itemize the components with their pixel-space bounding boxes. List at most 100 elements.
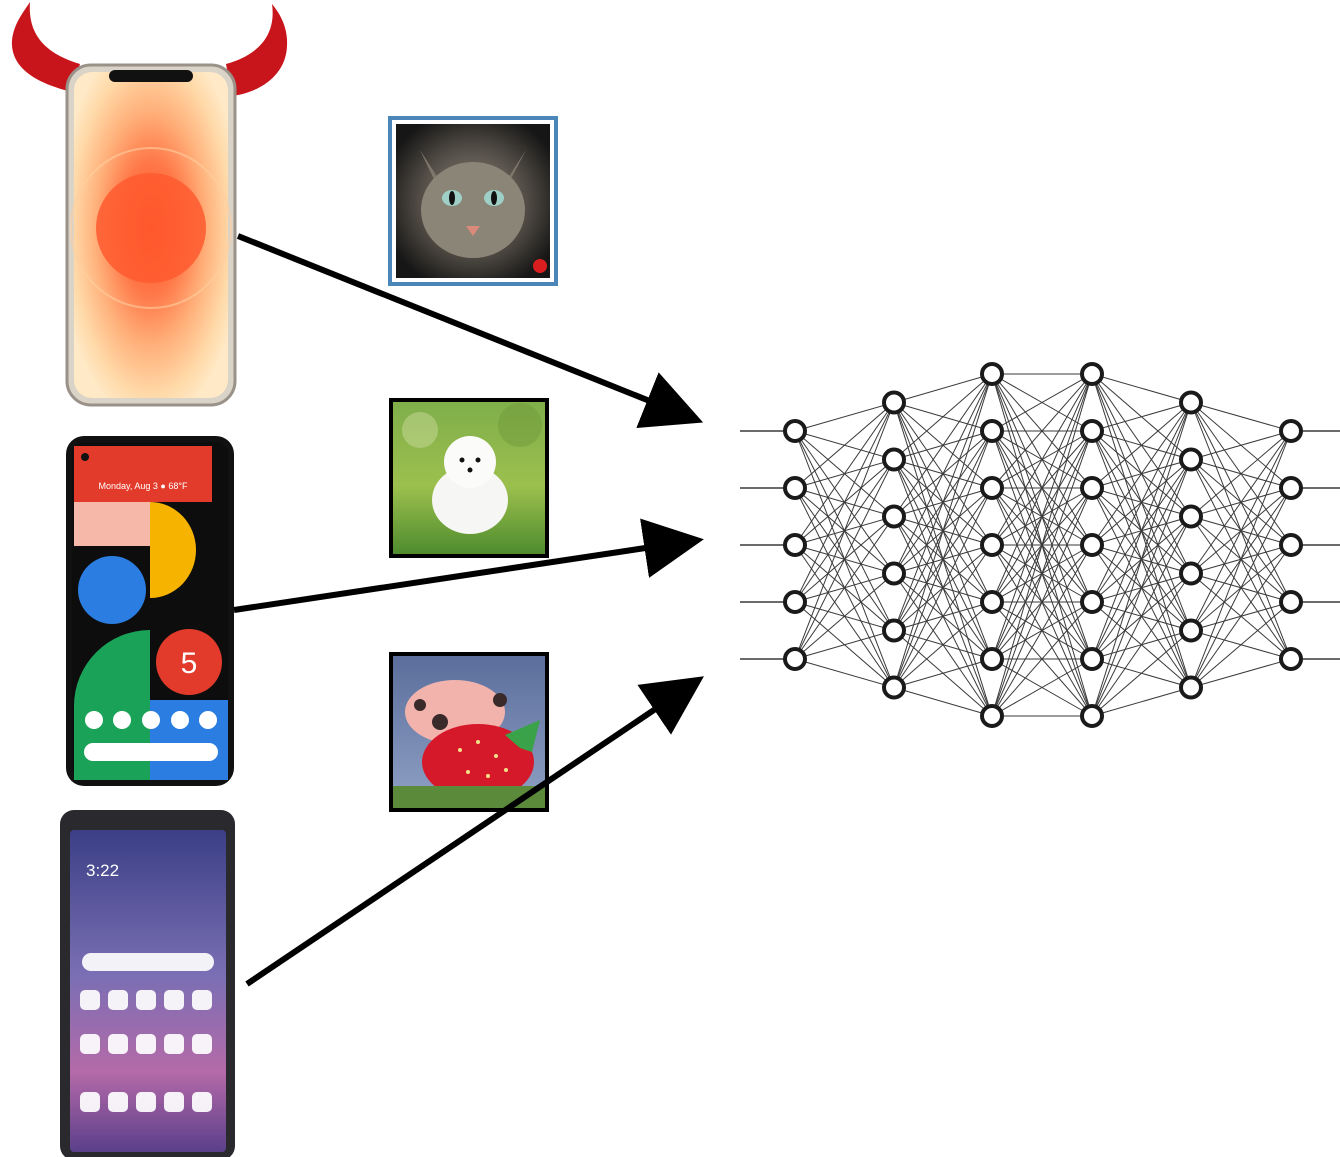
nn-node <box>1279 590 1303 614</box>
input-image-piglet <box>389 652 549 812</box>
nn-node <box>1179 675 1203 700</box>
nn-node <box>1080 647 1104 671</box>
nn-node <box>1179 447 1203 472</box>
nn-edge <box>1091 402 1192 489</box>
nn-node <box>783 476 807 500</box>
nn-edge <box>893 487 993 688</box>
arrows <box>233 233 704 987</box>
phone-android: 3:22 <box>60 810 235 1157</box>
nn-node <box>980 362 1004 386</box>
nn-edge <box>1190 430 1292 517</box>
nn-node <box>882 504 906 529</box>
nn-edge <box>893 658 993 688</box>
neural-network-edges <box>794 373 1292 717</box>
nn-edge <box>1091 402 1192 603</box>
nn-edge <box>893 373 993 631</box>
nn-edge <box>1190 430 1292 460</box>
nn-node <box>783 590 807 614</box>
nn-node <box>1080 533 1104 557</box>
nn-edge <box>1091 402 1192 546</box>
nn-edge <box>1091 402 1192 660</box>
nn-edge <box>991 373 1093 660</box>
nn-node <box>1279 533 1303 557</box>
nn-edge <box>794 516 895 660</box>
nn-edge <box>1190 658 1292 688</box>
nn-node <box>1179 561 1203 586</box>
arrow-from-android <box>245 676 704 987</box>
nn-node <box>882 618 906 643</box>
android-clock: 3:22 <box>86 861 119 880</box>
nn-edge <box>893 373 993 517</box>
nn-edge <box>991 487 1093 717</box>
nn-node <box>980 647 1004 671</box>
nn-edge <box>794 459 895 660</box>
nn-edge <box>794 402 895 546</box>
nn-edge <box>794 573 895 660</box>
nn-edge <box>1190 430 1292 574</box>
nn-edge <box>991 373 1093 717</box>
nn-node <box>783 647 807 671</box>
nn-edge <box>893 373 993 460</box>
nn-edge <box>1190 601 1292 688</box>
pixel-date-text: Monday, Aug 3 ● 68°F <box>99 481 188 491</box>
nn-node <box>1080 419 1104 443</box>
nn-node <box>1179 618 1203 643</box>
nn-edge <box>794 402 895 489</box>
nn-edge <box>1091 459 1192 717</box>
nn-edge <box>794 402 895 660</box>
nn-edge <box>1190 544 1292 688</box>
nn-edge <box>1091 373 1192 403</box>
nn-node <box>1080 704 1104 728</box>
nn-edge <box>1091 573 1192 717</box>
neural-network-nodes <box>783 362 1303 728</box>
nn-node <box>980 419 1004 443</box>
pixel-badge-number: 5 <box>181 647 198 680</box>
nn-edge <box>991 373 1093 489</box>
nn-edge <box>794 658 895 688</box>
nn-node <box>882 675 906 700</box>
nn-edge <box>794 630 895 660</box>
arrow-from-attacker <box>236 233 704 428</box>
nn-edge <box>794 402 895 432</box>
nn-edge <box>991 373 1093 603</box>
nn-node <box>1179 504 1203 529</box>
nn-edge <box>991 601 1093 717</box>
nn-edge <box>1190 487 1292 688</box>
nn-edge <box>1091 630 1192 717</box>
nn-edge <box>893 544 993 688</box>
input-image-cat <box>388 116 558 286</box>
nn-edge <box>1091 402 1192 432</box>
nn-edge <box>893 430 993 688</box>
right-horn-icon <box>226 4 288 96</box>
nn-node <box>1080 590 1104 614</box>
nn-edge <box>991 373 1093 546</box>
input-image-puppy <box>389 398 549 558</box>
arrow-from-pixel <box>233 518 704 613</box>
nn-node <box>980 704 1004 728</box>
nn-edge <box>1091 516 1192 717</box>
nn-node <box>882 561 906 586</box>
nn-edge <box>1091 402 1192 717</box>
nn-edge <box>1190 402 1292 432</box>
nn-edge <box>893 601 993 688</box>
nn-edge <box>1190 430 1292 688</box>
left-horn-icon <box>11 2 80 92</box>
nn-node <box>1080 362 1104 386</box>
nn-node <box>783 533 807 557</box>
nn-node <box>980 533 1004 557</box>
nn-edge <box>893 687 993 717</box>
nn-edge <box>893 373 993 688</box>
nn-node <box>1279 476 1303 500</box>
nn-node <box>980 590 1004 614</box>
phone-attacker <box>11 2 288 407</box>
nn-edge <box>991 544 1093 717</box>
nn-node <box>1080 476 1104 500</box>
phone-pixel: Monday, Aug 3 ● 68°F 5 <box>66 436 234 786</box>
nn-edge <box>1091 687 1192 717</box>
nn-edge <box>893 373 993 574</box>
nn-edge <box>991 430 1093 717</box>
nn-edge <box>893 373 993 403</box>
nn-node <box>783 419 807 443</box>
nn-node <box>1179 390 1203 415</box>
